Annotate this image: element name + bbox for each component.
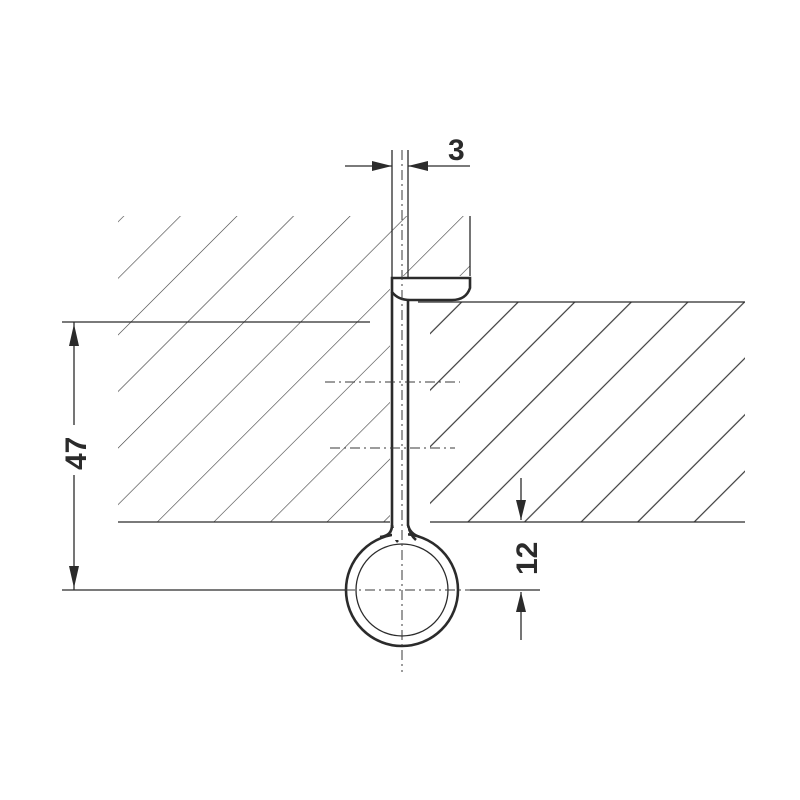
top-right-hatch <box>390 216 470 276</box>
left-panel-hatch <box>118 216 390 522</box>
centerlines <box>325 150 470 672</box>
dimension-offset: 12 <box>470 478 544 640</box>
dimension-height: 47 <box>58 321 370 591</box>
dimension-offset-label: 12 <box>511 542 544 575</box>
right-panel-hatch <box>418 302 745 522</box>
dimension-gap-label: 3 <box>448 134 465 167</box>
panel-outlines <box>118 216 745 523</box>
dimension-gap: 3 <box>345 134 470 278</box>
dimension-height-label: 47 <box>60 437 93 470</box>
